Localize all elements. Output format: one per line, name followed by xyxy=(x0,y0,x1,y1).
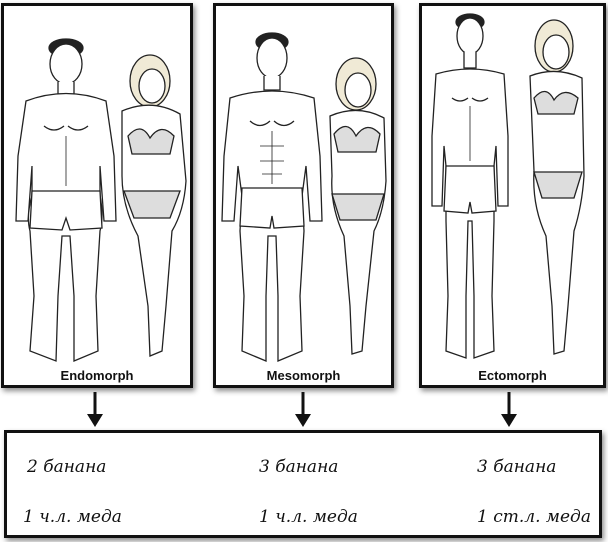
panel-mesomorph: Mesomorph xyxy=(213,3,394,388)
endomorph-honey: 1 ч.л. меда xyxy=(23,507,122,527)
ectomorph-bananas: 3 банана xyxy=(477,457,557,477)
mesomorph-figures-illustration xyxy=(221,32,387,362)
arrow-down-icon xyxy=(87,392,103,427)
endomorph-figures-illustration xyxy=(15,38,187,362)
endomorph-bananas: 2 банана xyxy=(27,457,107,477)
ectomorph-honey: 1 ст.л. меда xyxy=(477,507,591,527)
panel-ectomorph: Ectomorph xyxy=(419,3,606,388)
mesomorph-honey: 1 ч.л. меда xyxy=(259,507,358,527)
recommendations-box: 2 банана 3 банана 3 банана 1 ч.л. меда 1… xyxy=(4,430,602,538)
mesomorph-caption: Mesomorph xyxy=(266,368,341,383)
endomorph-caption: Endomorph xyxy=(60,368,134,383)
arrow-down-icon xyxy=(295,392,311,427)
mesomorph-bananas: 3 банана xyxy=(259,457,339,477)
panel-endomorph: Endomorph xyxy=(1,3,193,388)
arrow-down-icon xyxy=(501,392,517,427)
ectomorph-figures-illustration xyxy=(431,13,585,359)
ectomorph-caption: Ectomorph xyxy=(478,368,547,383)
